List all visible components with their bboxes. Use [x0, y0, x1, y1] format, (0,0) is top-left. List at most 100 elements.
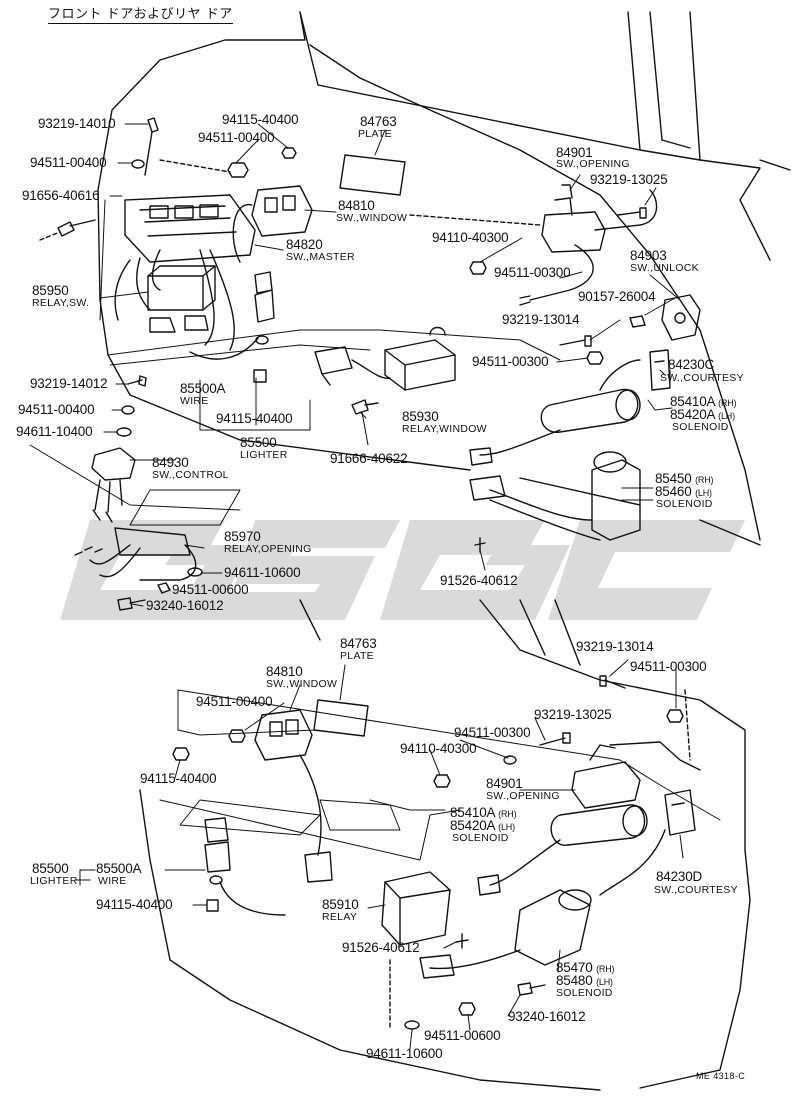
- label-84810: 84810: [338, 198, 375, 213]
- screw-93219-13025: [617, 207, 647, 219]
- rear-opening-switch-drawing: [571, 741, 701, 809]
- rear-courtesy-switch-d: [664, 789, 696, 836]
- rear-label-85500a-name: WIRE: [98, 875, 127, 887]
- rear-bolt-93240: [517, 982, 546, 996]
- watermark-g1: [60, 520, 250, 620]
- label-85410a-num: 85410A: [670, 394, 715, 409]
- rear-label-94611-10600: 94611-10600: [366, 1046, 443, 1061]
- label-85450-num: 85450: [655, 471, 692, 486]
- label-84230c-name: SW.,COURTESY: [660, 372, 744, 384]
- label-85950: 85950: [32, 283, 69, 298]
- label-94511-00400-top: 94511-00400: [198, 130, 275, 145]
- label-84763: 84763: [360, 114, 397, 129]
- rear-label-84230d-name: SW.,COURTESY: [654, 884, 738, 896]
- rear-label-85470-name: SOLENOID: [556, 987, 613, 999]
- label-85410a-name: SOLENOID: [672, 421, 729, 433]
- label-84820-name: SW.,MASTER: [286, 251, 355, 263]
- rear-screw-93219-13025: [539, 732, 571, 746]
- bolt-93240-front: [117, 597, 146, 611]
- label-85930-name: RELAY,WINDOW: [402, 423, 487, 435]
- label-94511-00400-b: 94511-00400: [18, 402, 95, 417]
- rear-trim-2: [179, 799, 321, 836]
- rear-label-91526-40612: 91526-40612: [342, 940, 420, 955]
- rear-solenoid-a-drawing: [477, 804, 648, 896]
- front-harness-2: [199, 249, 235, 351]
- rear-label-93240-16012: 93240-16012: [508, 1009, 586, 1024]
- rear-label-94110-40300: 94110-40300: [400, 741, 477, 756]
- window-switch-drawing: [232, 185, 313, 263]
- label-85970-name: RELAY,OPENING: [224, 543, 312, 555]
- rear-label-85470-num: 85470: [556, 960, 593, 975]
- watermark-c: [548, 520, 745, 620]
- rear-label-85500: 85500: [32, 861, 69, 876]
- label-91526-40612: 91526-40612: [440, 573, 518, 588]
- document-id: ME 4318-C: [696, 1071, 746, 1081]
- rear-solenoid-b-drawing: [419, 889, 592, 979]
- rear-trim-1: [159, 799, 461, 861]
- label-85410a-side: (RH): [718, 398, 737, 408]
- rear-label-85420a: 85420A (LH): [450, 818, 515, 833]
- label-85420a-side: (LH): [718, 411, 735, 421]
- label-94611-10600: 94611-10600: [224, 565, 301, 580]
- label-84810-name: SW.,WINDOW: [336, 212, 408, 224]
- label-84763-name: PLATE: [358, 128, 392, 140]
- rear-nut-94511-00300: [666, 709, 684, 723]
- rear-label-94511-00300: 94511-00300: [630, 659, 707, 674]
- rear-label-84901: 84901: [486, 776, 523, 791]
- rear-label-85420a-side: (LH): [498, 822, 515, 832]
- rear-label-85910-name: RELAY: [322, 911, 358, 923]
- rear-label-94511-00300-b: 94511-00300: [454, 725, 531, 740]
- rear-label-85410a: 85410A (RH): [450, 805, 517, 820]
- label-85450-side: (RH): [695, 475, 714, 485]
- rear-label-85410a-side: (RH): [498, 809, 517, 819]
- dashed-3: [409, 214, 541, 226]
- rear-dashed-2: [684, 689, 691, 761]
- label-85460: 85460 (LH): [655, 484, 712, 499]
- rear-label-84230d: 84230D: [656, 869, 703, 884]
- leader-lines: [74, 123, 684, 1049]
- label-93219-13025: 93219-13025: [590, 172, 668, 187]
- label-94115-40400-top: 94115-40400: [222, 112, 299, 127]
- diagram-title: フロント ドアおよびリヤ ドア: [48, 7, 233, 24]
- rear-label-85500-name: LIGHTER: [30, 875, 78, 887]
- label-85450: 85450 (RH): [655, 471, 714, 486]
- label-85500a-name: WIRE: [180, 395, 209, 407]
- rear-door-panel: [139, 789, 751, 1091]
- rear-courtesy-wire: [599, 829, 666, 896]
- opening-switch-drawing: [519, 184, 658, 306]
- washer-94511-00400: [131, 159, 145, 169]
- rear-label-93219-13025: 93219-13025: [534, 707, 612, 722]
- nut-94115-top: [281, 147, 297, 159]
- rear-label-85410a-num: 85410A: [450, 805, 495, 820]
- label-84903-name: SW.,UNLOCK: [630, 262, 699, 274]
- line-art: [29, 11, 791, 1091]
- plate-drawing: [339, 154, 406, 196]
- rear-washer-94511-00300-b: [503, 755, 517, 765]
- rear-nut-94115-40400: [172, 747, 190, 761]
- front-armrest-lower: [109, 344, 371, 366]
- washer-94511-00400-b: [121, 405, 135, 415]
- rear-label-84901-name: SW.,OPENING: [486, 790, 560, 802]
- rear-lighter-drawing: [204, 817, 286, 916]
- front-inner-edge: [699, 159, 791, 261]
- label-85410a: 85410A (RH): [670, 394, 737, 409]
- rear-label-85480-side: (LH): [596, 977, 613, 987]
- label-85420a-num: 85420A: [670, 407, 715, 422]
- rear-screw-93219-13014: [599, 675, 626, 689]
- label-93219-14010: 93219-14010: [38, 116, 116, 131]
- rear-washer-94611-10600: [404, 1020, 420, 1030]
- label-85460-side: (LH): [695, 488, 712, 498]
- label-90157-26004: 90157-26004: [578, 289, 656, 304]
- rear-plate-drawing: [313, 699, 369, 737]
- label-93219-13014: 93219-13014: [502, 312, 580, 327]
- label-93240-16012: 93240-16012: [146, 598, 224, 613]
- rear-label-93219-13014: 93219-13014: [576, 639, 654, 654]
- label-94511-00600: 94511-00600: [172, 582, 249, 597]
- rear-label-94511-00600: 94511-00600: [424, 1028, 501, 1043]
- front-window-frame: [299, 11, 701, 161]
- rear-label-85480: 85480 (LH): [556, 973, 613, 988]
- label-85950-name: RELAY,SW.: [32, 297, 90, 309]
- label-85970: 85970: [224, 529, 261, 544]
- relay-window-drawing: [314, 326, 456, 391]
